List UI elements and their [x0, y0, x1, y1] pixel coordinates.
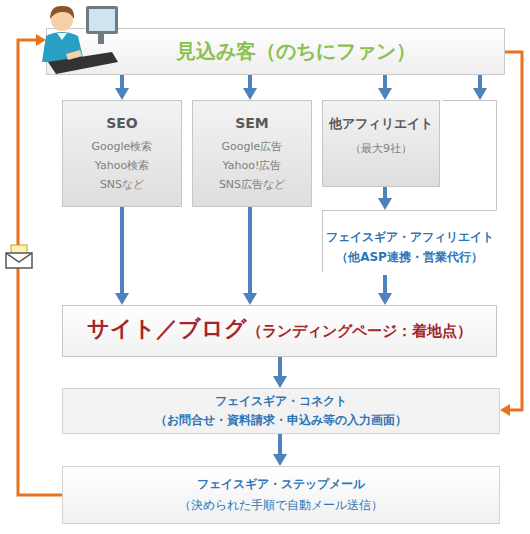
hair: [50, 6, 74, 19]
body-text: （他ASP連携・営業代行）: [336, 247, 483, 267]
flow-arrow: [248, 207, 252, 293]
heading-text: フェイスギア・ステップメール: [197, 474, 365, 495]
person-illustration: [40, 0, 122, 78]
body-text: （決められた手順で自動メール送信）: [179, 495, 383, 516]
process-box: フェイスギア・ステップメール（決められた手順で自動メール送信）: [62, 466, 500, 524]
process-box: フェイスギア・アフィリエイト（他ASP連携・営業代行）: [322, 100, 497, 275]
process-box: 見込み客（のちにファン）: [46, 28, 505, 75]
envelope: [6, 253, 32, 268]
body-text: （ランディングページ：着地点）: [247, 322, 472, 341]
monitor-stand: [98, 34, 104, 44]
flow-arrow: [248, 75, 252, 88]
body-text: Google検索 Yahoo検索 SNSなど: [74, 137, 170, 194]
process-box: SEO Google検索 Yahoo検索 SNSなど: [62, 100, 182, 207]
heading-text: フェイスギア・コネクト: [215, 392, 347, 411]
collar: [57, 33, 67, 40]
envelope-flap: [6, 253, 32, 262]
monitor: [86, 6, 118, 34]
keyboard: [48, 52, 118, 74]
flow-arrow: [383, 75, 387, 88]
frame-line: [323, 101, 497, 273]
hand: [66, 50, 82, 60]
flow-arrow: [120, 207, 124, 293]
monitor-screen: [89, 9, 115, 31]
heading-text: 見込み客（のちにファン）: [176, 38, 416, 65]
process-box: サイト／ブログ（ランディングページ：着地点）: [62, 305, 497, 357]
flow-arrow: [18, 40, 62, 495]
heading-text: フェイスギア・アフィリエイト: [326, 227, 494, 247]
heading-text: SEM: [235, 115, 269, 131]
flow-arrow: [383, 275, 387, 293]
frame-outline: [322, 100, 497, 275]
mail-icon: [3, 243, 35, 271]
heading-text: SEO: [106, 115, 138, 131]
flow-arrow: [120, 75, 124, 88]
flow-arrow: [278, 357, 282, 376]
process-box: SEM Google広告 Yahoo!広告 SNS広告など: [192, 100, 312, 207]
flow-arrow: [505, 52, 522, 410]
heading-text: 他アフィリエイト: [329, 115, 433, 133]
flow-arrow: [478, 75, 482, 88]
body-text: Google広告 Yahoo!広告 SNS広告など: [204, 137, 300, 194]
process-box: フェイスギア・コネクト（お問合せ・資料請求・申込み等の入力画面）: [62, 388, 500, 434]
body-text: （最大9社）: [350, 141, 412, 156]
flow-arrow: [383, 187, 387, 198]
heading-text: サイト／ブログ: [87, 314, 247, 344]
flow-arrow: [278, 434, 282, 454]
body-text: （お問合せ・資料請求・申込み等の入力画面）: [155, 411, 407, 430]
process-box: 他アフィリエイト （最大9社）: [322, 100, 440, 187]
